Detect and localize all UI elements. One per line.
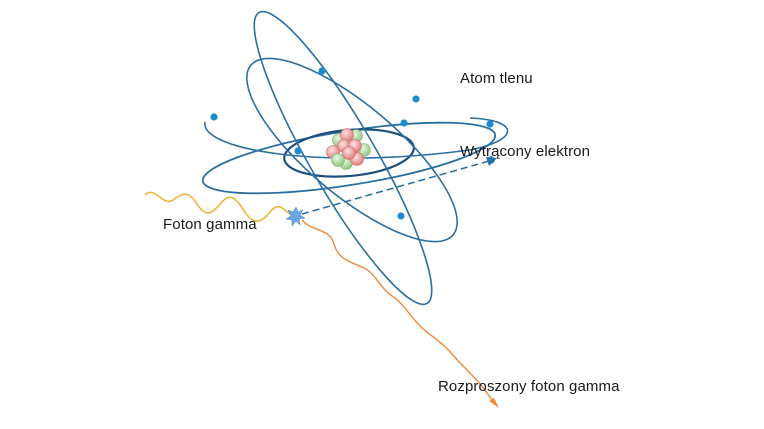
orbit-tilted-left [253, 10, 433, 306]
atom-label: Atom tlenu [460, 70, 533, 87]
arrow-head-icon [489, 398, 499, 408]
arrow-head-icon [486, 157, 497, 166]
gamma-photon-label: Foton gamma [163, 216, 257, 233]
electron [294, 147, 302, 155]
incoming-gamma-photon [144, 191, 291, 222]
electron [486, 120, 494, 128]
nucleus [326, 128, 371, 170]
electron [400, 119, 408, 127]
electron [318, 67, 326, 75]
ejected-electron-label: Wytrącony elektron [460, 143, 591, 160]
electron [397, 212, 405, 220]
orbit-sweep [204, 117, 509, 159]
scattered-photon-label: Rozproszony foton gamma [438, 378, 620, 395]
starburst-icon [285, 206, 306, 227]
electron [210, 113, 218, 121]
electron [412, 95, 420, 103]
scattered-gamma-photon [301, 219, 495, 403]
orbit-tilted-right [246, 57, 458, 243]
